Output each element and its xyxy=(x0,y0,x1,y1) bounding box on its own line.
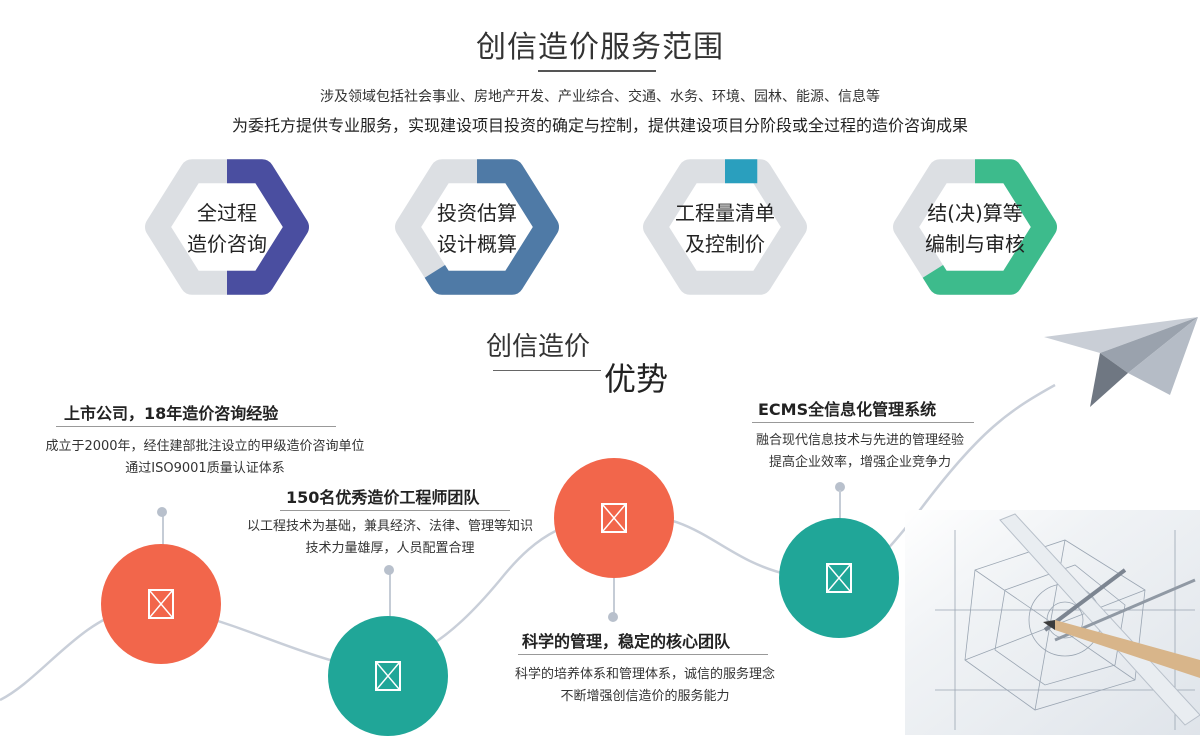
image-placeholder-icon xyxy=(375,661,401,691)
image-placeholder-icon xyxy=(826,563,852,593)
service-label-line2: 编制与审核 xyxy=(925,232,1025,256)
service-label-line1: 结(决)算等 xyxy=(927,201,1023,225)
advantages-title-underline xyxy=(493,370,601,371)
hexagon-progress-ring xyxy=(145,159,309,295)
service-hexagon: 工程量清单及控制价 xyxy=(640,148,810,306)
advantage-circle-team xyxy=(328,616,448,736)
scope-description-services: 为委托方提供专业服务，实现建设项目投资的确定与控制，提供建设项目分阶段或全过程的… xyxy=(231,116,968,135)
service-label: 结(决)算等编制与审核 xyxy=(890,198,1060,260)
stem-management xyxy=(613,578,615,616)
stem-ecms xyxy=(839,490,841,530)
hexagon-progress xyxy=(893,159,1057,295)
service-label-line2: 及控制价 xyxy=(685,232,765,256)
advantage-underline-team xyxy=(280,510,510,511)
advantage-title-ecms: ECMS全信息化管理系统 xyxy=(758,400,937,419)
hexagon-progress-ring xyxy=(893,159,1057,295)
service-label-line2: 造价咨询 xyxy=(187,232,267,256)
image-placeholder-icon xyxy=(148,589,174,619)
dot-listed xyxy=(157,507,167,517)
advantage-text-listed: 成立于2000年，经住建部批注设立的甲级造价咨询单位 通过ISO9001质量认证… xyxy=(45,439,365,476)
service-label-line1: 投资估算 xyxy=(437,201,517,225)
hexagon-progress-ring xyxy=(395,159,559,295)
advantage-underline-ecms xyxy=(752,422,974,423)
service-label-line1: 工程量清单 xyxy=(675,201,775,225)
advantage-text-ecms: 融合现代信息技术与先进的管理经验 提高企业效率，增强企业竞争力 xyxy=(755,433,964,470)
advantage-circle-management xyxy=(554,458,674,578)
service-hexagon: 结(决)算等编制与审核 xyxy=(890,148,1060,306)
service-hexagon: 全过程造价咨询 xyxy=(142,148,312,306)
blueprint-drawing-image xyxy=(905,510,1200,735)
advantage-underline-management xyxy=(518,654,768,655)
scope-description-domains: 涉及领域包括社会事业、房地产开发、产业综合、交通、水务、环境、园林、能源、信息等 xyxy=(320,89,880,105)
hexagon-progress-ring xyxy=(643,159,807,295)
advantage-text-management: 科学的培养体系和管理体系，诚信的服务理念 不断增强创信造价的服务能力 xyxy=(514,667,775,704)
service-label-line2: 设计概算 xyxy=(437,232,517,256)
scope-title: 创信造价服务范围 xyxy=(476,30,724,65)
dot-team xyxy=(384,565,394,575)
scope-title-underline xyxy=(538,70,656,72)
service-label: 全过程造价咨询 xyxy=(142,198,312,260)
advantage-circle-ecms xyxy=(779,518,899,638)
hexagon-progress xyxy=(145,159,309,295)
advantage-title-team: 150名优秀造价工程师团队 xyxy=(286,488,480,507)
advantage-title-listed: 上市公司，18年造价咨询经验 xyxy=(64,404,279,423)
service-label: 投资估算设计概算 xyxy=(392,198,562,260)
advantages-title-main: 优势 xyxy=(604,360,669,398)
paper-plane-icon xyxy=(1044,317,1198,407)
service-hexagon: 投资估算设计概算 xyxy=(392,148,562,306)
advantage-title-management: 科学的管理，稳定的核心团队 xyxy=(522,632,731,651)
stem-team xyxy=(389,572,391,632)
dot-management xyxy=(608,612,618,622)
dot-ecms xyxy=(835,482,845,492)
advantage-circle-listed xyxy=(101,544,221,664)
advantage-text-team: 以工程技术为基础，兼具经济、法律、管理等知识 技术力量雄厚，人员配置合理 xyxy=(246,519,533,556)
service-label: 工程量清单及控制价 xyxy=(640,198,810,260)
advantage-underline-listed xyxy=(56,426,336,427)
stem-listed xyxy=(162,512,164,570)
hexagon-track xyxy=(643,159,807,295)
advantages-title-brand: 创信造价 xyxy=(486,332,591,362)
hexagon-progress xyxy=(395,159,559,295)
image-placeholder-icon xyxy=(601,503,627,533)
service-label-line1: 全过程 xyxy=(197,201,257,225)
